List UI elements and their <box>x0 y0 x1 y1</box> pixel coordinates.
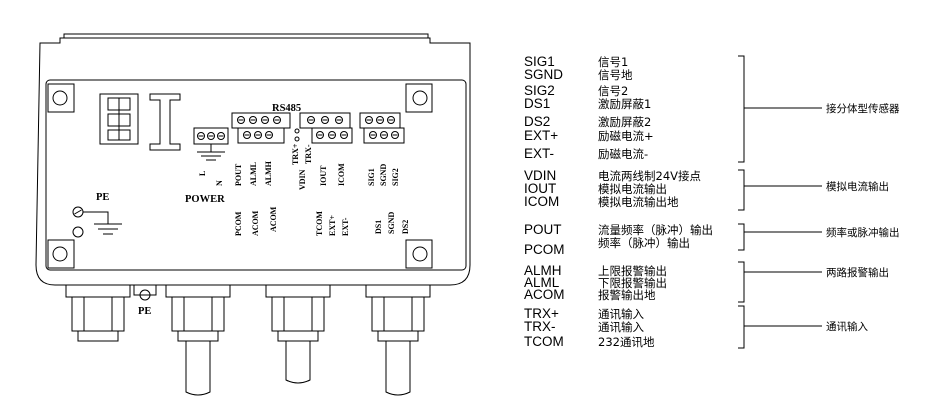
legend-code: EXT+ <box>524 128 558 143</box>
legend-code: VDIN <box>524 168 556 183</box>
power-label: POWER <box>185 194 225 205</box>
group-label-comm: 通讯输入 <box>826 320 868 333</box>
label-ALML: ALML <box>249 162 258 186</box>
legend-code: EXT- <box>524 146 554 161</box>
pe-ground-left <box>72 206 122 238</box>
label-POUT: POUT <box>234 163 243 186</box>
pe-bottom-terminal <box>133 284 157 301</box>
label-EXT-minus: EXT- <box>341 217 350 236</box>
legend-desc: 电流两线制24V接点 <box>598 169 701 183</box>
legend-desc: 频率（脉冲）输出 <box>598 236 690 250</box>
rs485-label: RS485 <box>272 103 301 114</box>
legend-desc: 下限报警输出 <box>598 276 667 290</box>
power-ground-symbol <box>197 144 225 161</box>
legend-desc: 模拟电流输出地 <box>598 195 679 209</box>
label-SGND: SGND <box>379 164 388 186</box>
legend-code: ALML <box>524 275 560 290</box>
legend-code: TRX+ <box>524 306 559 321</box>
legend-desc: 激励屏蔽1 <box>598 97 651 111</box>
legend-desc: 流量频率（脉冲）输出 <box>598 223 713 237</box>
legend-code: TCOM <box>524 334 564 349</box>
legend-code: SIG1 <box>524 54 555 69</box>
legend-code: ALMH <box>524 263 562 278</box>
terminal-block-rs485-a <box>231 112 291 144</box>
legend-desc: 模拟电流输出 <box>598 182 667 196</box>
legend-desc: 信号1 <box>598 55 628 69</box>
legend-desc: 通讯输入 <box>598 307 644 321</box>
legend-code: TRX- <box>524 319 556 334</box>
legend-code: DS2 <box>524 114 550 129</box>
legend-group-labels: 接分体型传感器 模拟电流输出 频率或脉冲输出 两路报警输出 通讯输入 <box>826 102 900 333</box>
terminal-block-signal <box>359 112 405 144</box>
legend-desc: 信号2 <box>598 84 628 98</box>
label-DS1: DS1 <box>374 220 383 234</box>
terminal-block-rs485-b <box>294 112 353 144</box>
terminal-block-power <box>193 127 229 145</box>
heatsink-component <box>149 93 181 151</box>
label-SIG2: SIG2 <box>391 168 400 186</box>
legend-desc: 通讯输入 <box>598 320 644 334</box>
cable-gland-1 <box>65 284 131 342</box>
label-L: L <box>198 171 207 176</box>
label-N: N <box>215 180 224 186</box>
label-EXT-plus: EXT+ <box>328 215 337 236</box>
legend-desc: 信号地 <box>598 68 633 82</box>
label-ACOM-2: ACOM <box>269 206 278 232</box>
label-SIG1: SIG1 <box>367 168 376 186</box>
group-label-alarm: 两路报警输出 <box>826 266 889 279</box>
cable-gland-3 <box>265 284 331 384</box>
pe-left-label: PE <box>96 192 109 203</box>
label-VDIN: VDIN <box>298 169 307 190</box>
group-label-sensor: 接分体型传感器 <box>826 102 900 115</box>
legend-code: ICOM <box>524 194 559 209</box>
label-DS2: DS2 <box>401 220 410 234</box>
label-ACOM: ACOM <box>251 210 260 236</box>
label-IOUT: IOUT <box>319 165 328 186</box>
group-label-analog: 模拟电流输出 <box>826 180 889 193</box>
group-label-frequency: 频率或脉冲输出 <box>826 226 900 239</box>
legend-desc: 232通讯地 <box>598 335 655 349</box>
legend-code: POUT <box>524 222 562 237</box>
legend-code: SGND <box>524 67 563 82</box>
label-ICOM: ICOM <box>337 163 346 186</box>
legend-code: SIG2 <box>524 83 555 98</box>
legend-desc: 励磁电流+ <box>598 129 654 143</box>
label-ALMH: ALMH <box>264 160 273 186</box>
label-TRX-plus: TRX+ <box>291 143 300 165</box>
legend-desc: 上限报警输出 <box>598 264 667 278</box>
legend-code: PCOM <box>524 242 565 257</box>
legend-code: IOUT <box>524 181 556 196</box>
enclosure <box>35 33 471 286</box>
legend-desc: 报警输出地 <box>598 288 656 302</box>
legend-desc: 励磁电流- <box>598 147 648 161</box>
label-SGND-2: SGND <box>387 212 396 234</box>
label-TRX-minus: TRX- <box>304 144 313 164</box>
legend-codes: SIG1 SGND SIG2 DS1 DS2 EXT+ EXT- VDIN IO… <box>524 54 565 349</box>
legend-code: ACOM <box>524 287 565 302</box>
cable-gland-2 <box>165 284 231 396</box>
legend-descriptions: 信号1 信号地 信号2 激励屏蔽1 激励屏蔽2 励磁电流+ 励磁电流- 电流两线… <box>598 55 713 349</box>
transformer-component <box>99 93 139 145</box>
label-TCOM: TCOM <box>315 211 324 236</box>
label-PCOM: PCOM <box>234 211 243 236</box>
legend-code: DS1 <box>524 96 550 111</box>
legend-brackets <box>738 55 822 349</box>
pe-bottom-label: PE <box>138 306 151 317</box>
cable-gland-4 <box>365 284 431 396</box>
legend-desc: 激励屏蔽2 <box>598 115 651 129</box>
